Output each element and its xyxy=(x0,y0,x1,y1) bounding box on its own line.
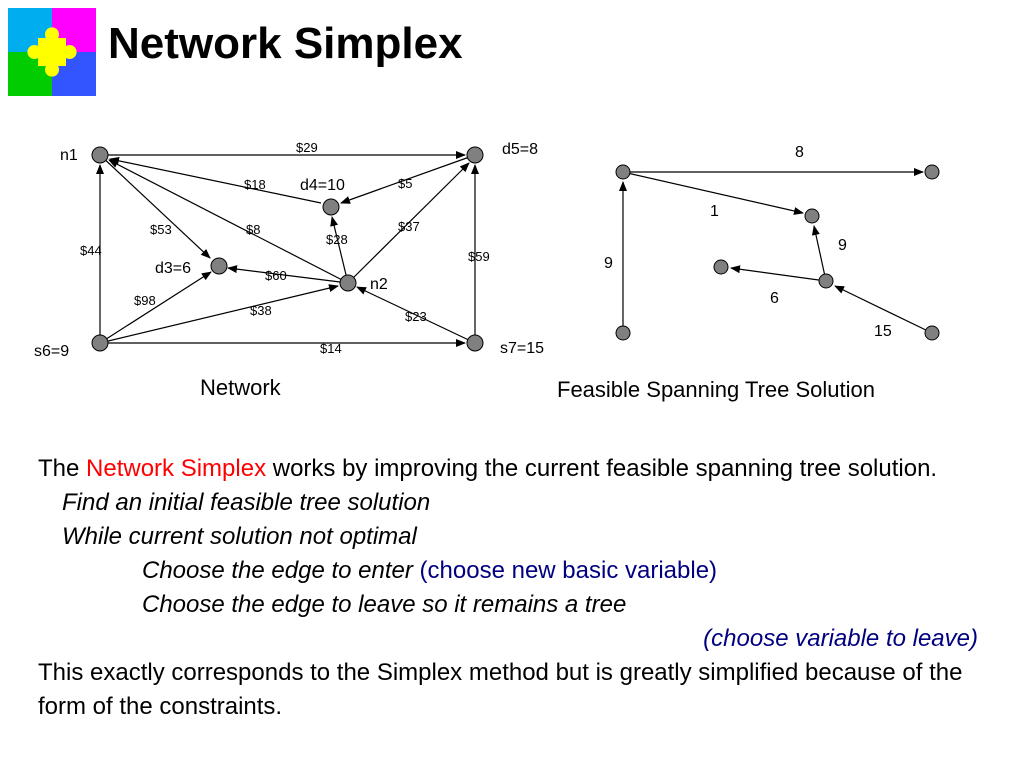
edge-n2-d4 xyxy=(330,216,349,284)
tree-flow-label: 9 xyxy=(838,237,847,254)
tree-caption: Feasible Spanning Tree Solution xyxy=(557,377,875,402)
tree-edge-diag xyxy=(622,171,804,215)
tree-node xyxy=(924,164,940,180)
node-s6 xyxy=(91,334,109,352)
step-leave: Choose the edge to leave so it remains a… xyxy=(142,591,627,618)
logo-puzzle-piece xyxy=(27,27,77,77)
tree-flows: 8 1 9 9 6 15 xyxy=(604,144,892,340)
body-text: The Network Simplex works by improving t… xyxy=(38,452,1008,724)
tree-node xyxy=(818,273,834,289)
page-title: Network Simplex xyxy=(108,19,463,68)
node-label-d5: d5=8 xyxy=(502,141,538,158)
node-d4 xyxy=(322,198,340,216)
tree-nodes xyxy=(615,164,940,341)
node-n1 xyxy=(91,146,109,164)
cost-label: $37 xyxy=(398,219,420,234)
edge-n2-d5 xyxy=(347,162,470,284)
step-loop: While current solution not optimal xyxy=(62,523,417,550)
cost-label: $14 xyxy=(320,341,342,356)
cost-label: $8 xyxy=(246,222,260,237)
tree-flow-label: 8 xyxy=(795,144,804,161)
network-caption: Network xyxy=(200,375,282,400)
tree-flow-label: 6 xyxy=(770,290,779,307)
cost-label: $60 xyxy=(265,268,287,283)
tree-flow-label: 1 xyxy=(710,203,719,220)
edge-s6-n2 xyxy=(99,284,339,344)
edge-d5-d4 xyxy=(340,154,476,204)
node-label-n2: n2 xyxy=(370,276,388,293)
node-label-n1: n1 xyxy=(60,147,78,164)
tree-node xyxy=(615,325,631,341)
cost-label: $44 xyxy=(80,243,102,258)
cost-label: $23 xyxy=(405,309,427,324)
tree-node xyxy=(924,325,940,341)
cost-label: $5 xyxy=(398,176,412,191)
edge-s7-n2 xyxy=(356,286,476,344)
cost-label: $29 xyxy=(296,140,318,155)
tree-edges xyxy=(619,168,933,334)
edge-d4-n1 xyxy=(109,156,322,204)
tree-node xyxy=(713,259,729,275)
edge-s6-d3 xyxy=(99,271,212,344)
node-d5 xyxy=(466,146,484,164)
network-nodes xyxy=(91,146,484,352)
step-leave-note: (choose variable to leave) xyxy=(703,625,978,652)
intro-post: works by improving the current feasible … xyxy=(266,455,938,482)
cost-label: $53 xyxy=(150,222,172,237)
node-label-s6: s6=9 xyxy=(34,343,69,360)
node-n2 xyxy=(339,274,357,292)
step-initial: Find an initial feasible tree solution xyxy=(62,489,431,516)
tree-flow-label: 15 xyxy=(874,323,892,340)
edge-n2-n1 xyxy=(108,159,349,284)
intro-highlight: Network Simplex xyxy=(86,455,267,482)
paragraph-intro: The Network Simplex works by improving t… xyxy=(38,452,1008,486)
step-enter-main: Choose the edge to enter xyxy=(142,557,420,584)
tree-edge-left xyxy=(730,265,827,282)
node-label-d4: d4=10 xyxy=(300,177,345,194)
cost-label: $18 xyxy=(244,177,266,192)
tree-node xyxy=(804,208,820,224)
paragraph-conclusion: This exactly corresponds to the Simplex … xyxy=(38,659,963,720)
network-costs: $29 $18 $5 $53 $8 $28 $37 $44 $59 $60 $9… xyxy=(80,140,490,356)
network-edges xyxy=(96,151,479,347)
network-node-labels: n1 d5=8 d4=10 d3=6 n2 s6=9 s7=15 xyxy=(34,141,544,360)
step-enter: Choose the edge to enter (choose new bas… xyxy=(38,554,1008,588)
edge-d3-n1 xyxy=(99,154,211,259)
edge-n2-d3 xyxy=(227,265,349,284)
node-label-d3: d3=6 xyxy=(155,260,191,277)
tree-edge-bottom xyxy=(834,285,933,334)
node-label-s7: s7=15 xyxy=(500,340,544,357)
puzzle-logo xyxy=(8,8,96,96)
step-enter-note: (choose new basic variable) xyxy=(419,557,718,584)
cost-label: $98 xyxy=(134,293,156,308)
tree-edge-up-right xyxy=(812,225,827,282)
intro-pre: The xyxy=(38,455,87,482)
network-diagrams: $29 $18 $5 $53 $8 $28 $37 $44 $59 $60 $9… xyxy=(34,140,940,402)
node-s7 xyxy=(466,334,484,352)
tree-flow-label: 9 xyxy=(604,255,613,272)
cost-label: $28 xyxy=(326,232,348,247)
node-d3 xyxy=(210,257,228,275)
cost-label: $38 xyxy=(250,303,272,318)
tree-node xyxy=(615,164,631,180)
cost-label: $59 xyxy=(468,249,490,264)
